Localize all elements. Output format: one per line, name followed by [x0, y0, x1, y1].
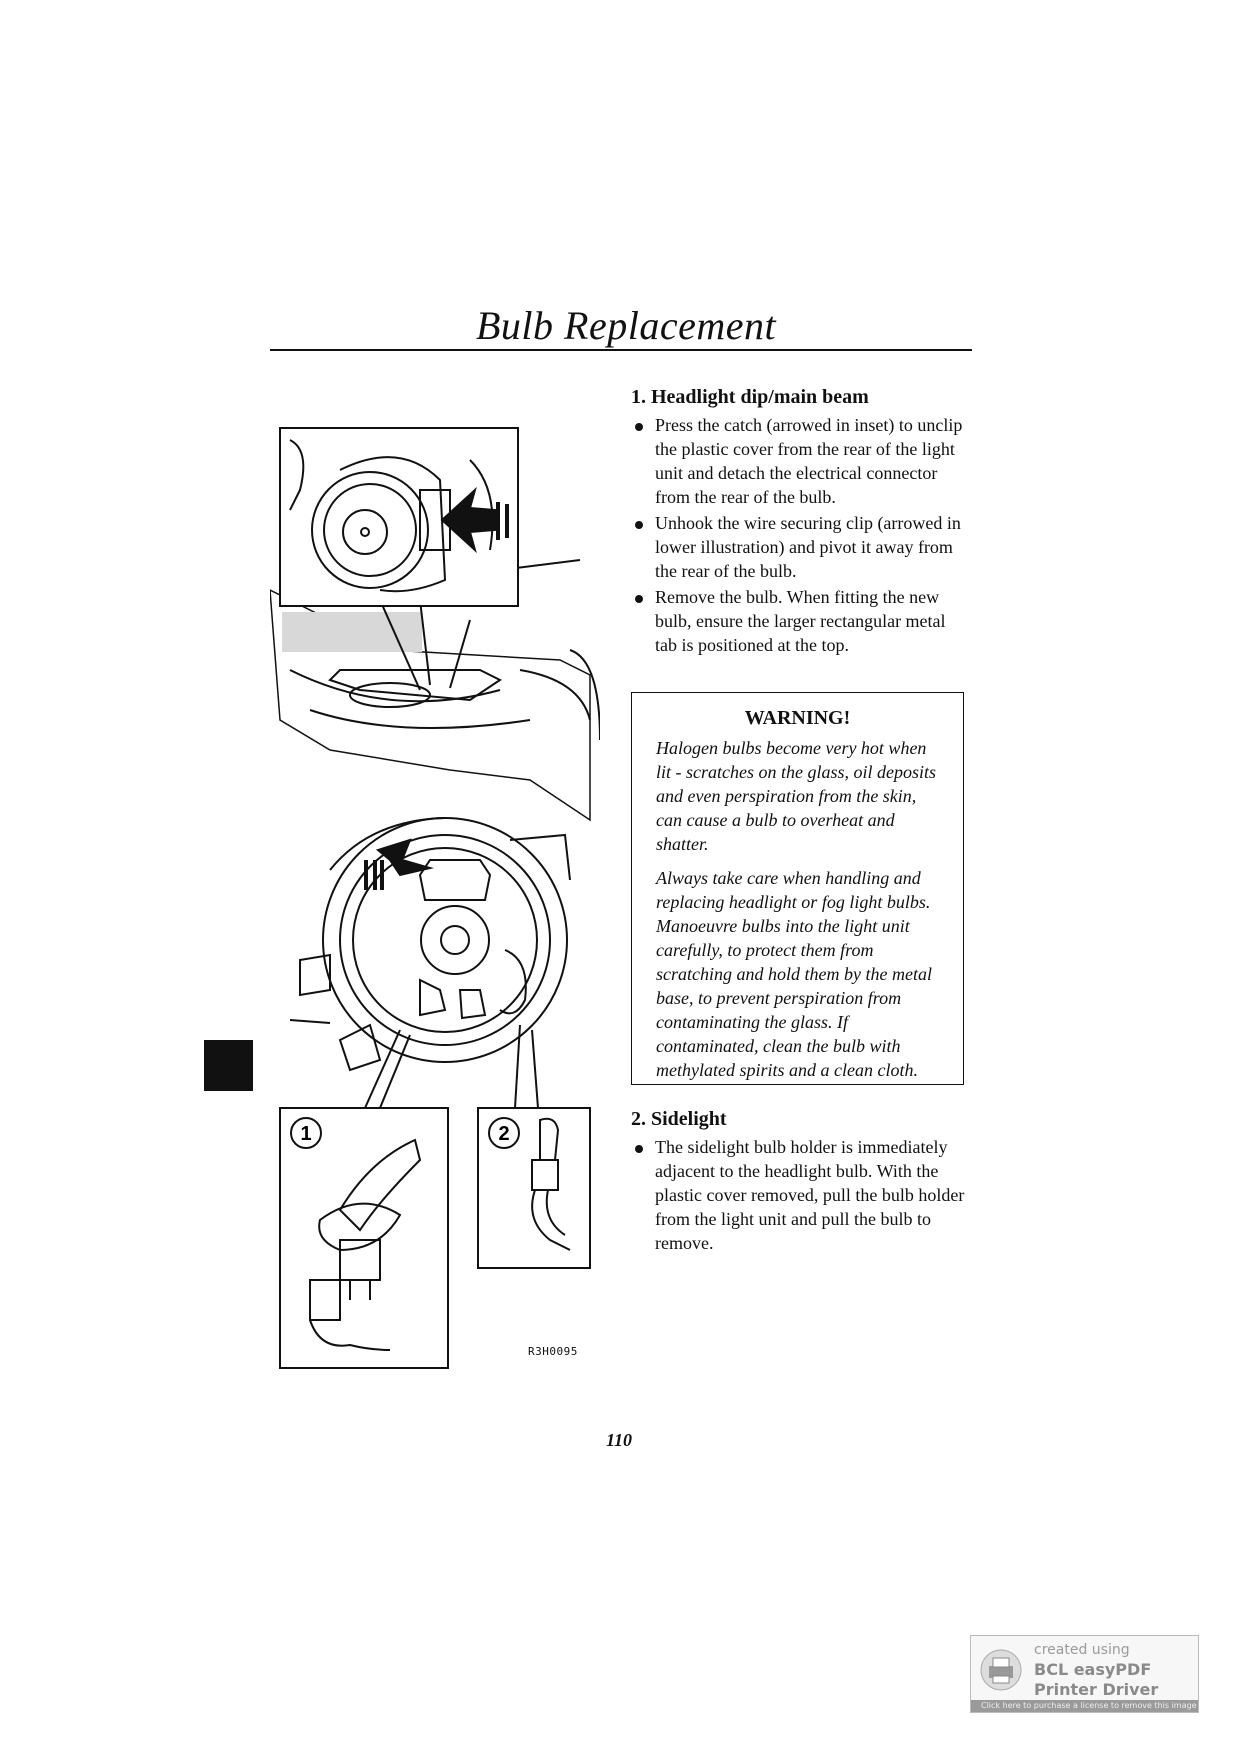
headlight-illustration: 1 2 — [270, 427, 600, 1369]
bullet-item: Press the catch (arrowed in inset) to un… — [631, 413, 971, 509]
section-bullets: Press the catch (arrowed in inset) to un… — [631, 413, 971, 657]
figure-code: R3H0095 — [528, 1345, 578, 1358]
printer-icon — [980, 1649, 1022, 1691]
stamp-line: BCL easyPDF — [1034, 1660, 1152, 1679]
chapter-tab-marker — [204, 1040, 253, 1091]
callout-2: 2 — [498, 1123, 509, 1145]
section-bullets: The sidelight bulb holder is immediately… — [631, 1135, 971, 1255]
title-rule — [270, 349, 972, 351]
bullet-item: Unhook the wire securing clip (arrowed i… — [631, 511, 971, 583]
warning-title: WARNING! — [744, 707, 851, 729]
section-heading: 2. Sidelight — [631, 1108, 727, 1130]
page-number: 110 — [606, 1430, 633, 1450]
warning-paragraph: Halogen bulbs become very hot when lit -… — [656, 738, 936, 854]
stamp-line: Printer Driver — [1034, 1680, 1159, 1699]
warning-paragraph: Always take care when handling and repla… — [656, 868, 932, 1080]
callout-1: 1 — [300, 1123, 311, 1145]
warning-box: WARNING! Halogen bulbs become very hot w… — [631, 692, 964, 1085]
bullet-item: The sidelight bulb holder is immediately… — [631, 1135, 971, 1255]
section-sidelight: 2. Sidelight The sidelight bulb holder i… — [631, 1108, 971, 1257]
pdf-driver-watermark[interactable]: created using BCL easyPDF Printer Driver… — [970, 1635, 1199, 1713]
bullet-item: Remove the bulb. When fitting the new bu… — [631, 585, 971, 657]
section-heading: 1. Headlight dip/main beam — [631, 386, 869, 408]
section-headlight: 1. Headlight dip/main beam Press the cat… — [631, 386, 971, 659]
stamp-line: created using — [1034, 1642, 1130, 1658]
stamp-purchase-link[interactable]: Click here to purchase a license to remo… — [971, 1700, 1198, 1712]
page-title: Bulb Replacement — [476, 303, 777, 348]
